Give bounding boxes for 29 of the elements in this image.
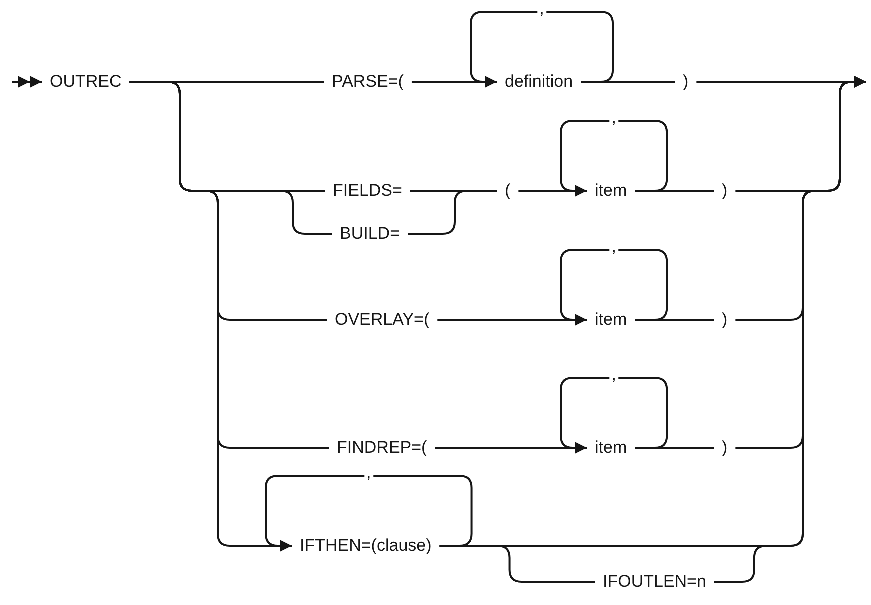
syntax-term: item [595, 438, 628, 458]
connector-line [635, 190, 714, 192]
syntax-term: item [595, 310, 628, 330]
arrow [714, 76, 866, 583]
connector-line [635, 319, 714, 321]
arrow [560, 249, 668, 326]
syntax-term: ) [722, 438, 728, 458]
syntax-term: ) [722, 181, 728, 201]
syntax-term: FINDREP=( [337, 438, 428, 458]
arrow [560, 120, 668, 197]
syntax-term: PARSE=( [332, 72, 404, 92]
syntax-term: BUILD= [340, 224, 400, 244]
syntax-term: OVERLAY=( [335, 310, 430, 330]
syntax-term: FIELDS= [333, 181, 402, 201]
arrow [265, 475, 473, 552]
arrow [560, 377, 668, 454]
syntax-term: ( [505, 181, 511, 201]
connector-line [440, 545, 595, 583]
syntax-term: definition [505, 72, 574, 92]
syntax-term: item [595, 181, 628, 201]
syntax-term: IFTHEN=(clause) [300, 536, 432, 556]
syntax-term: ) [722, 310, 728, 330]
connector-line [581, 81, 675, 83]
syntax-term: OUTREC [50, 72, 122, 92]
connector-line [635, 447, 714, 449]
syntax-term: IFOUTLEN=n [603, 572, 706, 592]
arrow [470, 11, 614, 88]
syntax-term: ) [683, 72, 689, 92]
connector-line [408, 190, 497, 235]
